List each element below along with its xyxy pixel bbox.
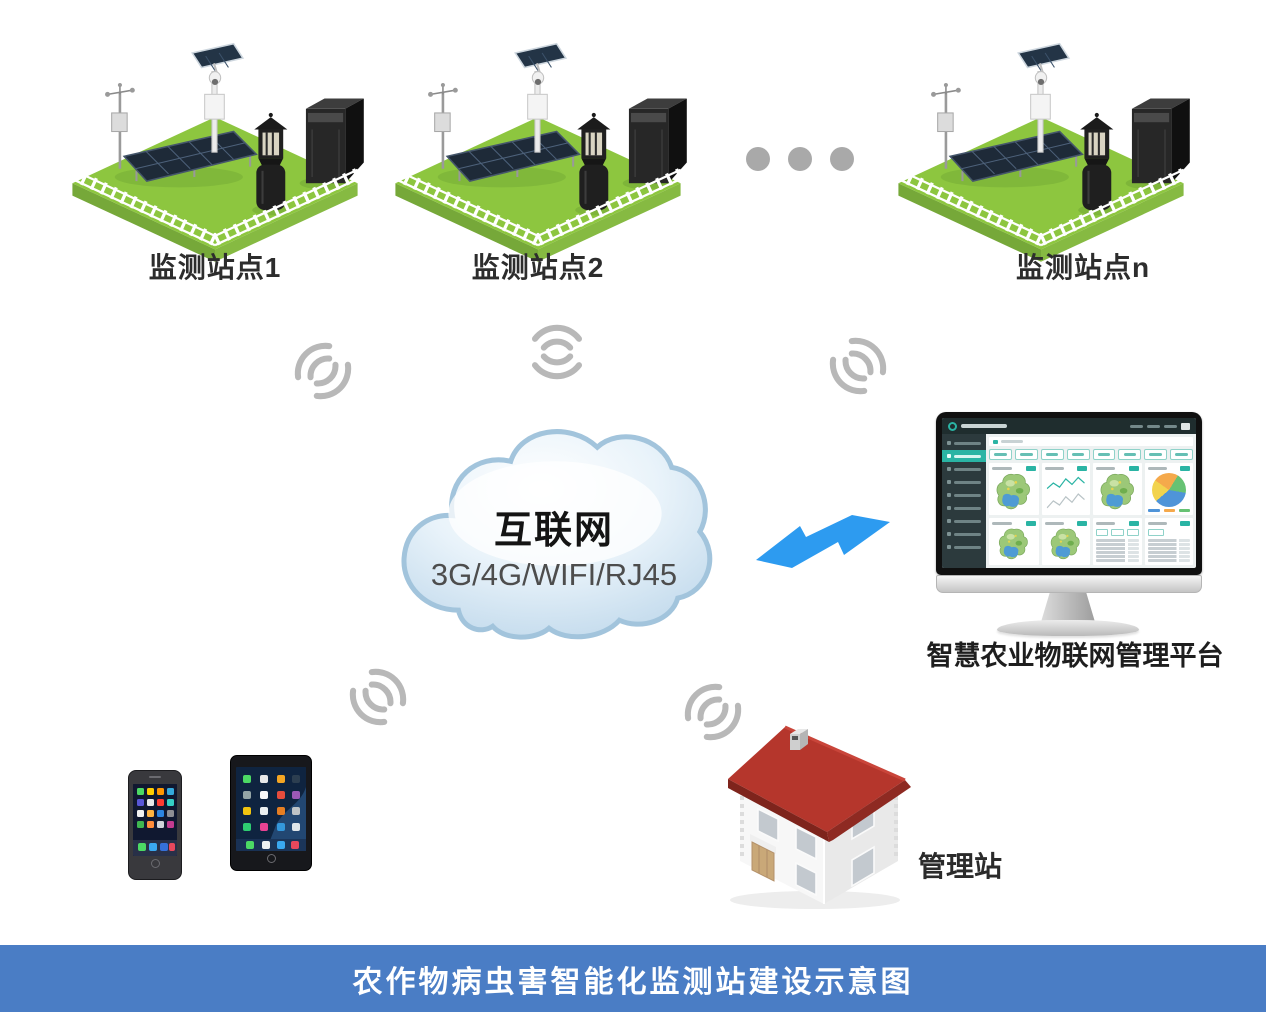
monitor-chin xyxy=(936,575,1202,593)
dashboard-nav-item xyxy=(1130,424,1143,428)
tablet-screen xyxy=(236,767,306,851)
wifi-signal-icon xyxy=(513,308,601,396)
lightning-bolt-icon xyxy=(756,515,890,568)
monitoring-station-2-illustration xyxy=(383,26,693,266)
dashboard-title-bar xyxy=(961,424,1007,428)
station-1-label: 监测站点1 xyxy=(148,252,282,283)
wifi-signal-icon xyxy=(261,309,385,433)
management-house-illustration xyxy=(728,725,911,909)
dashboard-main xyxy=(986,434,1196,568)
map-panel xyxy=(1092,463,1143,516)
dashboard-header xyxy=(942,418,1196,434)
house-label: 管理站 xyxy=(918,851,1003,882)
banner-title: 农作物病虫害智能化监测站建设示意图 xyxy=(352,965,914,999)
data-table-panel xyxy=(1092,518,1143,565)
line-chart-panel xyxy=(1041,463,1090,516)
station-2-label: 监测站点2 xyxy=(471,252,605,283)
map-panel xyxy=(989,463,1039,516)
data-table-panel xyxy=(1145,518,1193,565)
phone-speaker xyxy=(149,776,161,778)
monitoring-station-1-illustration xyxy=(60,26,370,266)
cloud-subtitle: 3G/4G/WIFI/RJ45 xyxy=(430,557,678,592)
dashboard-filter-buttons xyxy=(989,449,1193,460)
map-panel xyxy=(1041,518,1090,565)
cloud-shape xyxy=(401,429,713,640)
cloud-title: 互联网 xyxy=(493,510,614,552)
dashboard-panel-grid xyxy=(989,463,1193,565)
smartphone xyxy=(128,770,182,880)
dot xyxy=(830,147,854,171)
tablet-home-button xyxy=(266,854,276,863)
pie-chart xyxy=(1152,473,1187,507)
dashboard-screen xyxy=(942,418,1196,568)
phone-home-button xyxy=(150,859,160,868)
dot xyxy=(746,147,770,171)
dashboard-user-icon xyxy=(1181,422,1190,430)
monitor-stand-neck xyxy=(1041,593,1095,622)
internet-cloud: 互联网 3G/4G/WIFI/RJ45 xyxy=(388,413,720,663)
pie-chart-panel xyxy=(1145,463,1193,516)
dashboard-breadcrumb xyxy=(989,437,1193,446)
dot xyxy=(788,147,812,171)
wifi-signal-icon xyxy=(796,304,920,428)
map-panel xyxy=(989,518,1039,565)
monitoring-station-n-illustration xyxy=(886,26,1196,266)
desktop-monitor xyxy=(936,412,1202,575)
phone-screen xyxy=(133,784,177,856)
ellipsis-dots xyxy=(746,147,854,171)
dashboard-logo-icon xyxy=(948,421,957,431)
tablet xyxy=(230,755,312,871)
dashboard-nav-item xyxy=(1147,424,1160,428)
monitor-stand-base xyxy=(997,620,1139,636)
platform-label: 智慧农业物联网管理平台 xyxy=(926,641,1224,671)
dashboard-sidebar xyxy=(942,434,986,568)
dashboard-nav-item xyxy=(1164,424,1177,428)
title-banner: 农作物病虫害智能化监测站建设示意图 xyxy=(0,945,1266,1012)
station-n-label: 监测站点n xyxy=(1015,252,1151,283)
